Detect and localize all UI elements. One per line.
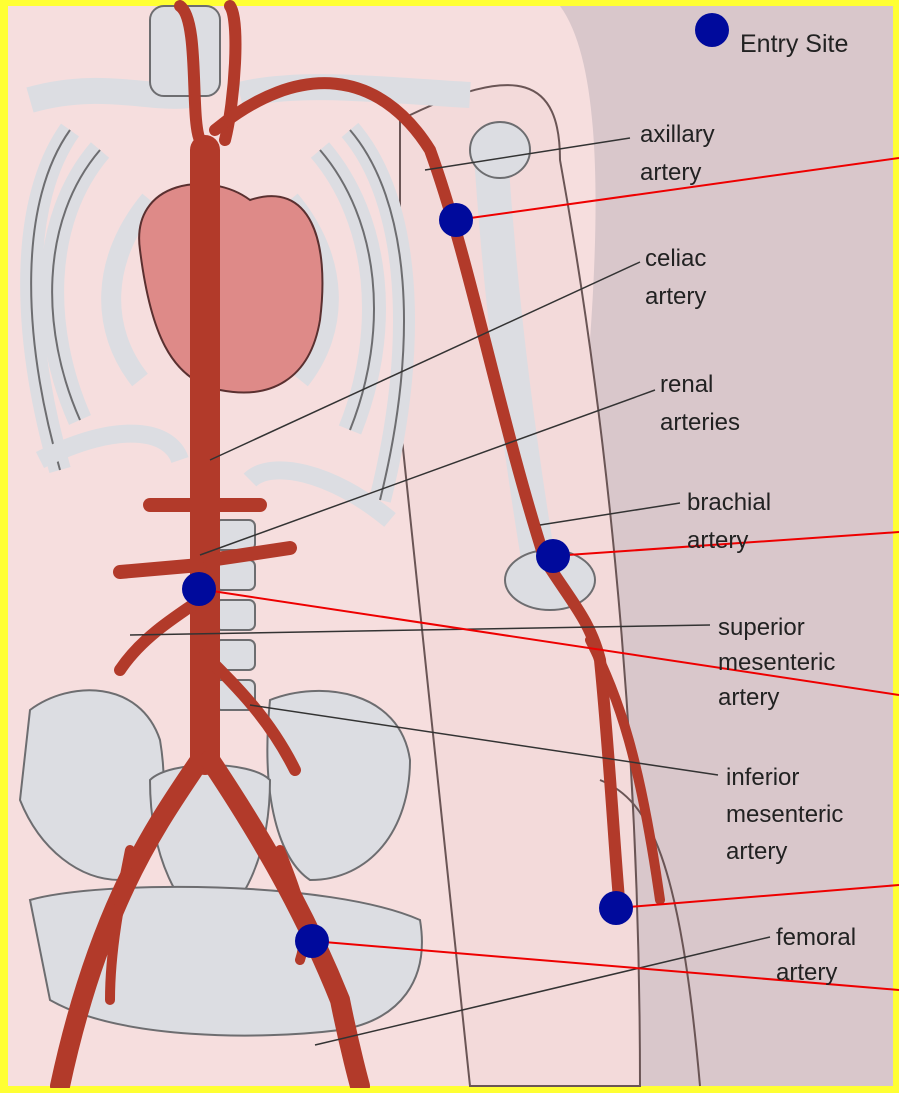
entry-site-aortic-marker [182,572,216,606]
label-brachial-line1: brachial [687,489,771,516]
label-inferior-mesenteric-line1: inferior [726,764,799,791]
humeral-head [470,122,530,178]
label-femoral-line1: femoral [776,924,856,951]
label-renal-line1: renal [660,371,713,398]
legend-entry-site-marker [695,13,729,47]
label-axillary-line2: artery [640,159,701,186]
label-celiac-line1: celiac [645,245,706,272]
legend-entry-site-label: Entry Site [740,30,848,58]
label-superior-mesenteric-line1: superior [718,614,805,641]
entry-site-radial-marker [599,891,633,925]
label-superior-mesenteric-line3: artery [718,684,779,711]
label-superior-mesenteric-line2: mesenteric [718,649,835,676]
label-femoral-line2: artery [776,959,837,986]
label-axillary-line1: axillary [640,121,715,148]
label-celiac-line2: artery [645,283,706,310]
label-renal-line2: arteries [660,409,740,436]
label-inferior-mesenteric-line2: mesenteric [726,801,843,828]
entry-site-femoral-marker [295,924,329,958]
entry-site-brachial-marker [536,539,570,573]
label-inferior-mesenteric-line3: artery [726,838,787,865]
label-brachial-line2: artery [687,527,748,554]
entry-site-axillary-marker [439,203,473,237]
